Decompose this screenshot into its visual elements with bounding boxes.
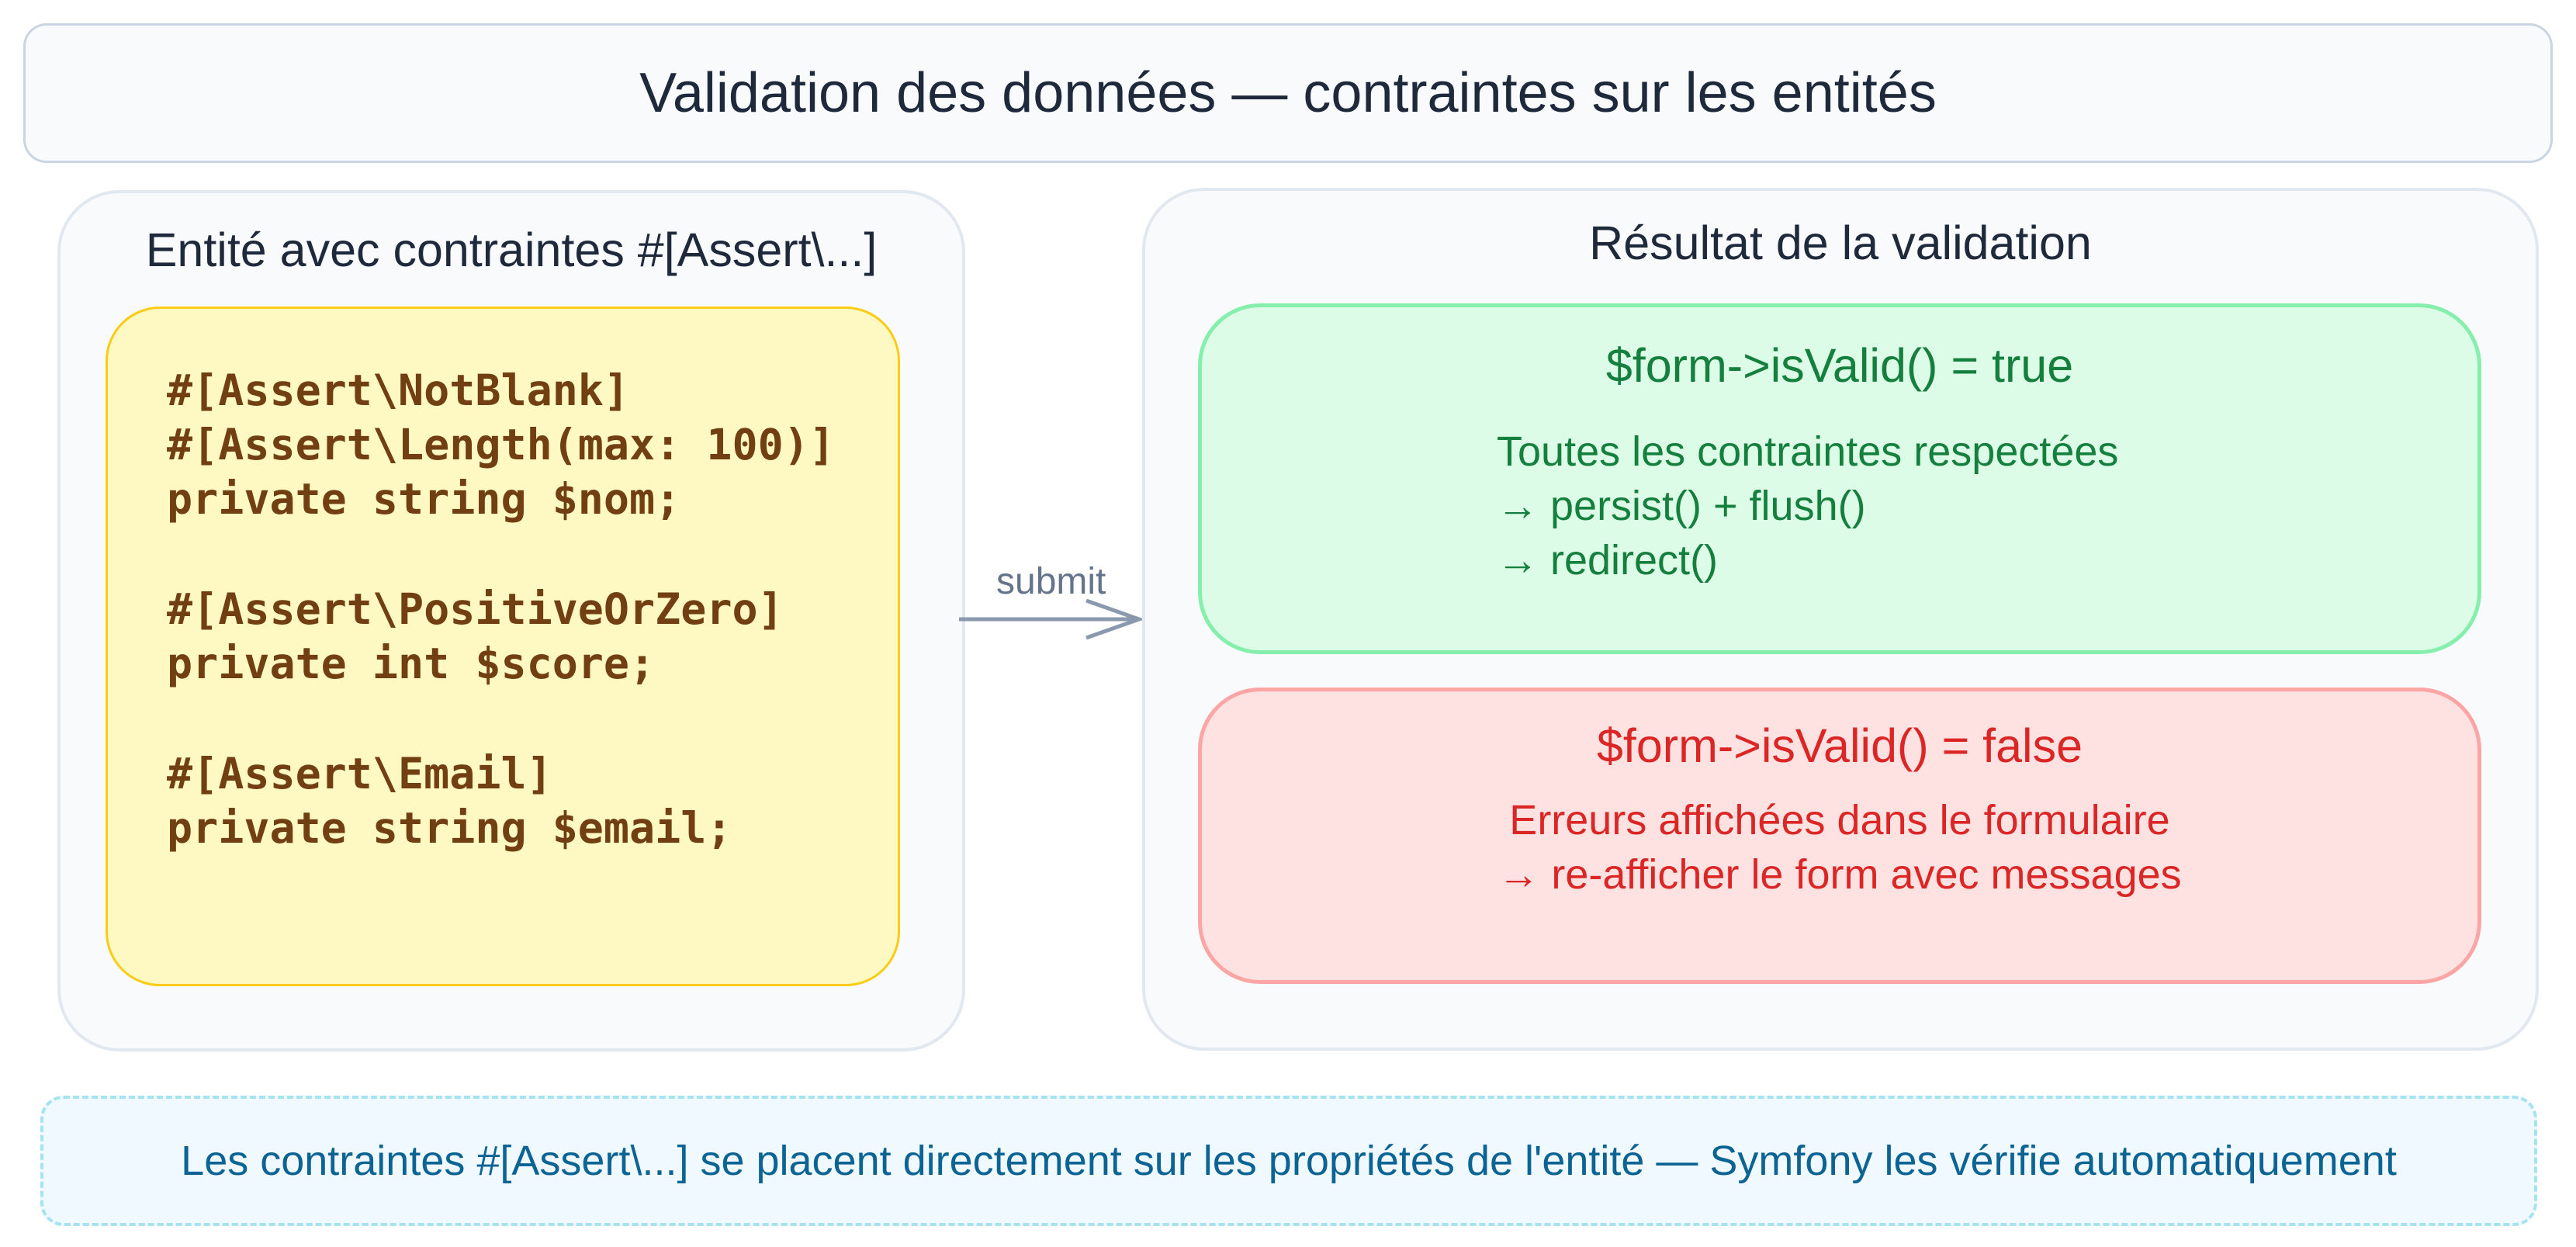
code-line-email: private string $email; <box>167 803 732 853</box>
valid-heading: $form->isValid() = true <box>1605 339 2074 392</box>
invalid-result-box: $form->isValid() = false Erreurs affiché… <box>1198 688 2481 984</box>
valid-line-persist: → persist() + flush() <box>1497 483 1866 529</box>
invalid-line-redisplay: → re-afficher le form avec messages <box>1497 851 2182 898</box>
diagram-title: Validation des données — contraintes sur… <box>639 62 1937 124</box>
code-line-nom: private string $nom; <box>167 474 681 524</box>
valid-result-box: $form->isValid() = true Toutes les contr… <box>1198 303 2481 654</box>
code-line-score: private int $score; <box>167 639 656 688</box>
code-line-notblank: #[Assert\NotBlank] <box>167 365 630 415</box>
submit-label: submit <box>996 561 1106 602</box>
footer-note: Les contraintes #[Assert\...] se placent… <box>40 1096 2537 1226</box>
code-line-email-assert: #[Assert\Email] <box>167 749 552 798</box>
footer-note-text: Les contraintes #[Assert\...] se placent… <box>181 1138 2397 1184</box>
invalid-line-errors: Erreurs affichées dans le formulaire <box>1509 797 2170 843</box>
result-panel-title: Résultat de la validation <box>1589 216 2092 269</box>
title-box: Validation des données — contraintes sur… <box>23 23 2553 163</box>
valid-line-constraints: Toutes les contraintes respectées <box>1497 428 2119 475</box>
invalid-heading: $form->isValid() = false <box>1596 719 2083 772</box>
entity-panel-title: Entité avec contraintes #[Assert\...] <box>145 223 878 276</box>
submit-arrow-head <box>1085 598 1145 640</box>
code-line-positiveorzero: #[Assert\PositiveOrZero] <box>167 584 784 634</box>
valid-line-redirect: → redirect() <box>1497 537 1719 584</box>
code-block: #[Assert\NotBlank] #[Assert\Length(max: … <box>106 307 900 986</box>
code-line-length: #[Assert\Length(max: 100)] <box>167 420 835 469</box>
